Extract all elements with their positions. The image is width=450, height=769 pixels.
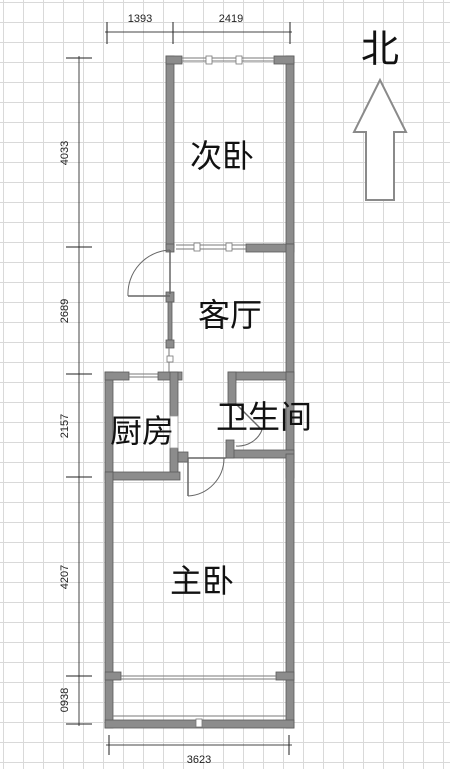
room-second-bedroom: 次卧: [190, 137, 254, 175]
doors: [127, 249, 263, 497]
left-dim-2: 2689: [59, 299, 71, 323]
room-kitchen: 厨房: [110, 412, 174, 450]
bottom-dimensions: 3623: [106, 735, 292, 766]
top-dim-2: 2419: [219, 13, 243, 25]
left-dim-4: 4207: [59, 565, 71, 589]
top-dim-1: 1393: [128, 13, 152, 25]
north-arrow-icon: [352, 77, 408, 201]
bottom-dim-1: 3623: [187, 754, 211, 766]
north-label: 北: [361, 27, 399, 71]
left-dim-5: 0938: [59, 688, 71, 712]
left-dim-3: 2157: [59, 414, 71, 438]
room-master-bedroom: 主卧: [170, 562, 234, 600]
left-dim-1: 4033: [59, 141, 71, 165]
room-labels: 次卧 客厅 厨房 卫生间 主卧: [110, 137, 312, 600]
top-dimensions: 1393 2419: [105, 13, 292, 44]
left-dimensions: 4033 2689 2157 4207 0938: [59, 56, 92, 726]
room-living-room: 客厅: [198, 296, 262, 334]
room-bathroom: 卫生间: [216, 398, 312, 436]
walls: [104, 55, 295, 729]
compass: 北: [352, 27, 408, 201]
